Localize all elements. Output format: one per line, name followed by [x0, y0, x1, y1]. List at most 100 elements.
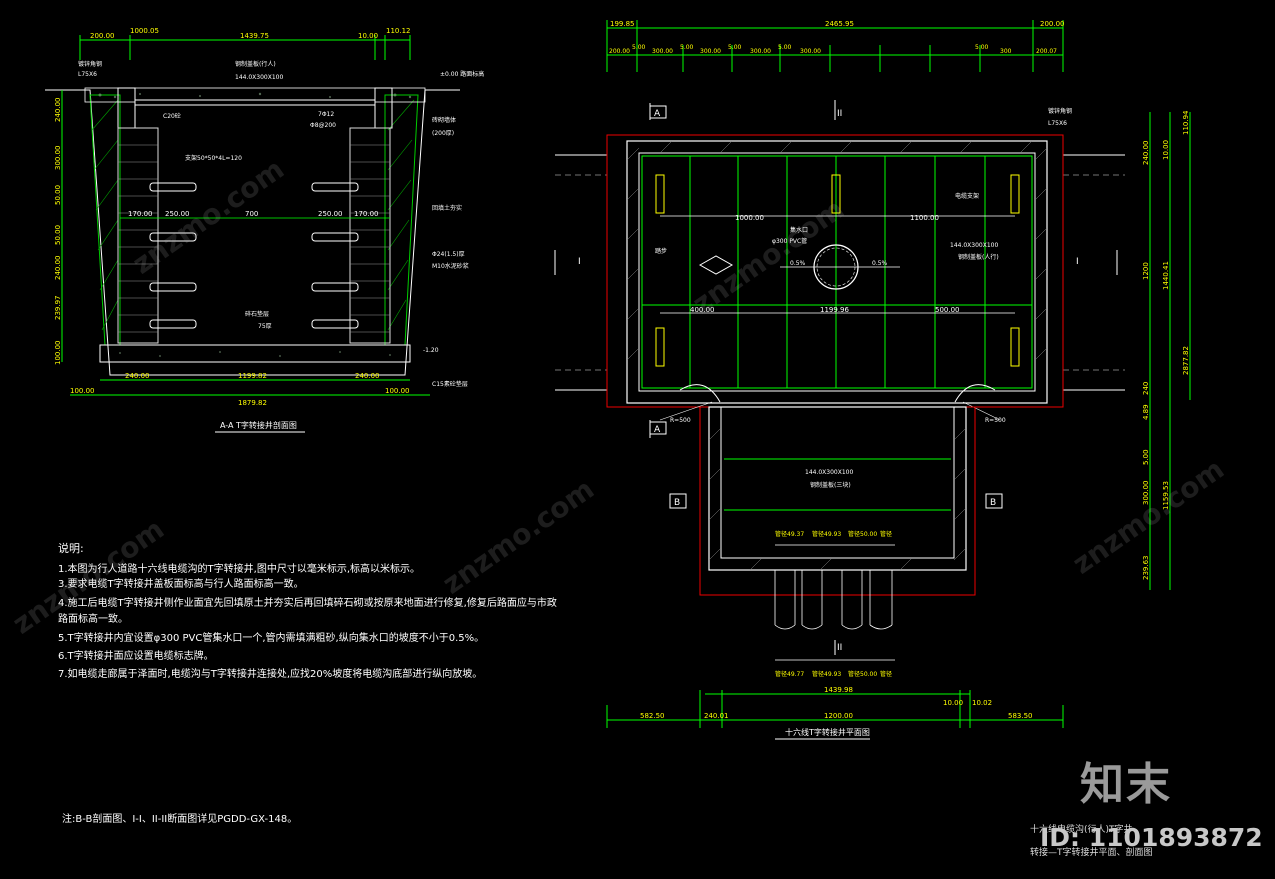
- aa-brick2: (200厚): [432, 130, 454, 137]
- aa-mortar2: Φ24(1.5)厚: [432, 251, 465, 258]
- aa-left-dim-1: 240.00: [54, 98, 62, 123]
- plan-bot2-dim-1: 582.50: [640, 712, 665, 720]
- pipe-top-3: 管径50.00: [848, 530, 877, 538]
- plan-sec-b-right: B: [990, 498, 996, 508]
- plan-pipe: φ300 PVC管: [772, 237, 807, 245]
- plan-bracket: 电缆支架: [955, 192, 979, 200]
- aa-bot2-dim-2: 1879.82: [238, 399, 267, 407]
- brand-logo: 知末: [1080, 759, 1172, 810]
- plan-top2-dim-11: 300: [1000, 48, 1012, 55]
- plan-cover-note: 钢制盖板(人行): [958, 253, 999, 261]
- plan-right-dim-8: 4.89: [1142, 404, 1150, 420]
- note-line-1: 1.本图为行人道路十六线电缆沟的T字转接井,图中尺寸以毫米标示,标高以米标示。: [58, 564, 421, 575]
- footnote: 注:B-B剖面图、I-I、II-II断面图详见PGDD-GX-148。: [62, 814, 298, 825]
- aa-bot-dim-1: 240.00: [125, 372, 150, 380]
- pipe-top-2: 管径49.93: [812, 530, 841, 538]
- plan-steps-label: 踏步: [655, 247, 667, 255]
- plan-radius-r: R=500: [985, 417, 1006, 424]
- aa-gravel: 碎石垫层: [245, 310, 269, 318]
- plan-inner-dim-4: 1199.96: [820, 306, 849, 314]
- plan-top-dim-3: 200.00: [1040, 20, 1065, 28]
- plan-bot2-dim-2: 240.01: [704, 712, 729, 720]
- note-line-6: 6.T字转接井面应设置电缆标志牌。: [58, 651, 214, 662]
- aa-left-dim-4: 50.00: [54, 225, 62, 245]
- note-line-7: 7.如电缆走廊属于泽面时,电缆沟与T字转接井连接处,应找20%坡度将电缆沟底部进…: [58, 669, 483, 680]
- plan-slope-r: 0.5%: [872, 260, 888, 267]
- plan-right-dim-5: 1440.41: [1162, 261, 1170, 290]
- aa-rebar2: Φ8@200: [310, 122, 336, 129]
- plan-top-dim-1: 199.85: [610, 20, 635, 28]
- plan-right-dim-2: 10.00: [1162, 140, 1170, 160]
- aa-mortar: M10水泥砂浆: [432, 262, 469, 270]
- plan-inner-dim-3: 400.00: [690, 306, 715, 314]
- aa-level-bottom: -1.20: [423, 347, 439, 354]
- plan-top2-dim-12: 200.07: [1036, 48, 1057, 55]
- aa-top-dim-3: 1439.75: [240, 32, 269, 40]
- aa-inner-dim-1: 170.00: [128, 210, 153, 218]
- aa-inner-dim-3: 700: [245, 210, 258, 218]
- plan-right-dim-9: 5.00: [1142, 449, 1150, 465]
- branch-cover: 144.0X300X100: [805, 469, 853, 476]
- plan-sec-2-bot: II: [837, 643, 842, 653]
- plan-top2-dim-2: 5.00: [632, 44, 646, 51]
- plan-top2-dim-4: 5.00: [680, 44, 694, 51]
- aa-bot2-dim-1: 100.00: [70, 387, 95, 395]
- plan-sec-2-top: II: [837, 109, 842, 119]
- aa-left-dim-2: 300.00: [54, 146, 62, 171]
- aa-inner-dim-5: 170.00: [354, 210, 379, 218]
- plan-sec-a-top: A: [654, 109, 661, 119]
- plan-inner-dim-5: 500.00: [935, 306, 960, 314]
- pipe-top-1: 管径49.37: [775, 530, 804, 538]
- plan-right-dim-4: 1200: [1142, 262, 1150, 280]
- plan-top-dim-2: 2465.95: [825, 20, 854, 28]
- aa-level-top: ±0.00 路面标高: [440, 70, 484, 78]
- plan-sec-b-left: B: [674, 498, 680, 508]
- notes-title: 说明:: [58, 542, 84, 555]
- aa-brick: 砖砌墙体: [432, 116, 456, 124]
- aa-bracket: 支架50*50*4L=120: [185, 154, 242, 162]
- plan-right-dim-7: 240: [1142, 382, 1150, 395]
- aa-inner-dim-2: 250.00: [165, 210, 190, 218]
- plan-top2-dim-8: 5.00: [778, 44, 792, 51]
- plan-sec-a-bot: A: [654, 425, 661, 435]
- note-line-5: 5.T字转接井内宜设置φ300 PVC管集水口一个,管内需填满粗砂,纵向集水口的…: [58, 633, 485, 644]
- aa-top-dim-5: 110.12: [386, 27, 411, 35]
- plan-top2-dim-10: 5.00: [975, 44, 989, 51]
- aa-top-dim-2: 1000.05: [130, 27, 159, 35]
- plan-bot2-dim-3: 1200.00: [824, 712, 853, 720]
- plan-slope-l: 0.5%: [790, 260, 806, 267]
- image-id: ID: 1101893872: [1040, 823, 1263, 852]
- plan-top2-dim-3: 300.00: [652, 48, 673, 55]
- plan-angle: L75X6: [1048, 120, 1067, 127]
- title-block-line1: 十六线电缆沟(行人)T字井: [1030, 825, 1133, 835]
- plan-pipe-note: 集水口: [790, 226, 808, 234]
- aa-left-dim-3: 50.00: [54, 185, 62, 205]
- aa-cover: 144.0X300X100: [235, 74, 283, 81]
- section-aa-title: A-A T字转接井剖面图: [220, 420, 297, 430]
- plan-radius-l: R=500: [670, 417, 691, 424]
- aa-left-dim-7: 100.00: [54, 341, 62, 366]
- plan-bot-dim-1: 1439.98: [824, 686, 853, 694]
- plan-right-dim-6: 2877.82: [1182, 346, 1190, 375]
- aa-soil: 回填土夯实: [432, 204, 462, 212]
- plan-top2-dim-5: 300.00: [700, 48, 721, 55]
- note-line-4: 路面标高一致。: [58, 614, 128, 625]
- plan-right-dim-3: 240.00: [1142, 141, 1150, 166]
- plan-top2-dim-7: 300.00: [750, 48, 771, 55]
- note-line-2: 3.要求电缆T字转接井盖板面标高与行人路面标高一致。: [58, 579, 304, 590]
- plan-title: 十六线T字转接井平面图: [785, 727, 870, 737]
- aa-bot-dim-3: 240.00: [355, 372, 380, 380]
- aa-gravel2: 75厚: [258, 323, 272, 330]
- plan-sec-1-right: I: [1076, 257, 1079, 267]
- plan-bot-dim-2: 10.00: [943, 699, 963, 707]
- pipe-top-4: 管径: [880, 530, 892, 538]
- aa-c20: C20砼: [163, 112, 181, 120]
- plan-top2-dim-9: 300.00: [800, 48, 821, 55]
- plan-right-dim-11: 1159.53: [1162, 481, 1170, 510]
- pipe-bot-3: 管径50.00: [848, 670, 877, 678]
- pipe-bot-4: 管径: [880, 670, 892, 678]
- aa-rebar: 7Φ12: [318, 111, 334, 118]
- plan-angle-note: 镀锌角钢: [1048, 107, 1072, 115]
- aa-concrete: C15素砼垫层: [432, 380, 468, 388]
